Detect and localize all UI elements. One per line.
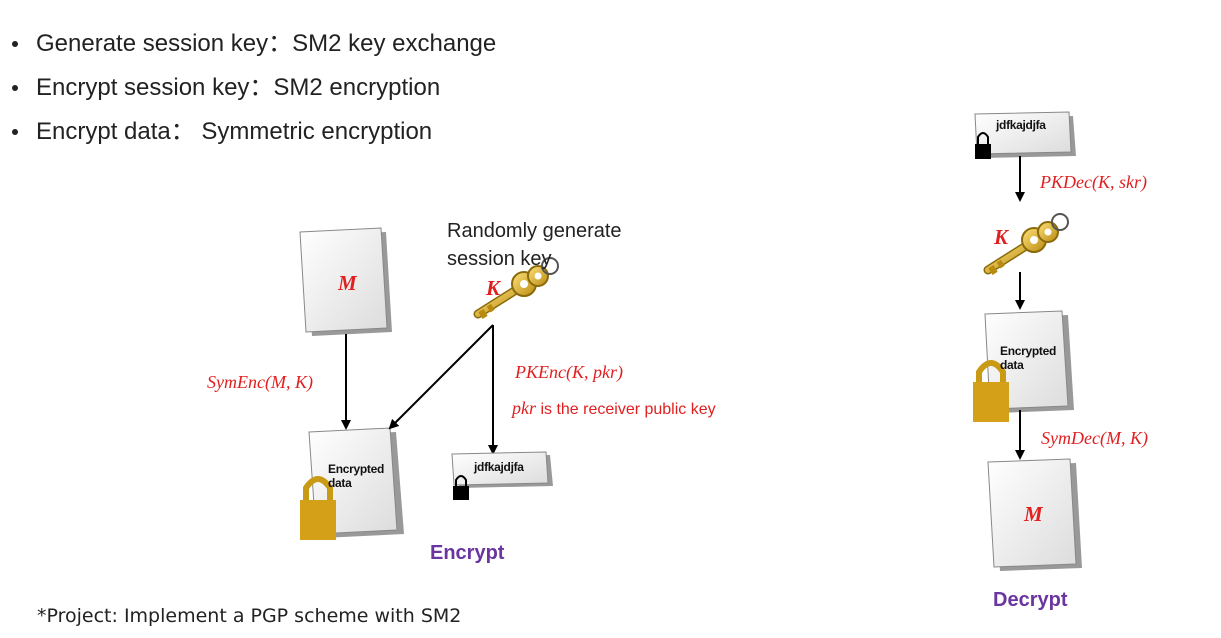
key-label: K	[486, 276, 501, 300]
key-icon-decrypt	[983, 213, 1069, 275]
random-key-caption: Randomly generate session key	[447, 217, 622, 273]
encrypted-data-line1-decrypt: Encrypted	[1000, 344, 1056, 358]
message-label-decrypt: M	[1024, 502, 1043, 526]
small-lock-icon	[453, 475, 469, 500]
message-label: M	[338, 271, 357, 295]
pk-note-var: pkr	[512, 398, 536, 418]
bullet-item: Generate session key：SM2 key exchange	[10, 22, 496, 66]
bullet-item: Encrypt data： Symmetric encryption	[10, 110, 496, 154]
pk-note: pkr is the receiver public key	[512, 398, 716, 419]
bullet-dot	[12, 85, 18, 91]
bullet-list: Generate session key：SM2 key exchange En…	[10, 22, 496, 154]
encrypted-key-box	[451, 451, 553, 488]
padlock-icon	[300, 476, 336, 540]
symdec-label: SymDec(M, K)	[1041, 428, 1148, 448]
bullet-dot	[12, 129, 18, 135]
message-document-decrypt	[987, 458, 1082, 571]
symenc-label: SymEnc(M, K)	[207, 372, 313, 392]
project-note: *Project: Implement a PGP scheme with SM…	[37, 605, 462, 627]
encrypted-data-line2: data	[328, 476, 352, 490]
key-label-decrypt: K	[994, 225, 1009, 249]
encrypted-data-label: Encrypted data	[328, 462, 384, 490]
encrypt-title: Encrypt	[430, 542, 505, 564]
cipher-key-text-decrypt: jdfkajdjfa	[996, 118, 1046, 132]
key-icon	[473, 257, 559, 319]
random-key-line2: session key	[447, 248, 552, 270]
small-lock-icon-decrypt	[975, 132, 991, 159]
bullet-text: Encrypt data： Symmetric encryption	[36, 118, 433, 145]
bullet-dot	[12, 41, 18, 47]
padlock-icon-decrypt	[973, 360, 1009, 422]
pkenc-label: PKEnc(K, pkr)	[515, 362, 623, 382]
message-document	[299, 227, 392, 336]
decrypt-title: Decrypt	[993, 589, 1068, 611]
pk-note-text: is the receiver public key	[536, 401, 716, 418]
random-key-line1: Randomly generate	[447, 220, 622, 242]
encrypted-data-line1: Encrypted	[328, 462, 384, 476]
bullet-text: Generate session key：SM2 key exchange	[36, 30, 497, 57]
bullet-text: Encrypt session key：SM2 encryption	[36, 74, 441, 101]
encrypted-data-line2-decrypt: data	[1000, 358, 1024, 372]
bullet-item: Encrypt session key：SM2 encryption	[10, 66, 496, 110]
pkdec-label: PKDec(K, skr)	[1040, 172, 1147, 192]
encrypted-key-box-decrypt	[974, 111, 1076, 158]
arrow-key-to-data	[388, 324, 494, 430]
encrypted-data-label-decrypt: Encrypted data	[1000, 344, 1056, 372]
cipher-key-text: jdfkajdjfa	[474, 460, 524, 474]
